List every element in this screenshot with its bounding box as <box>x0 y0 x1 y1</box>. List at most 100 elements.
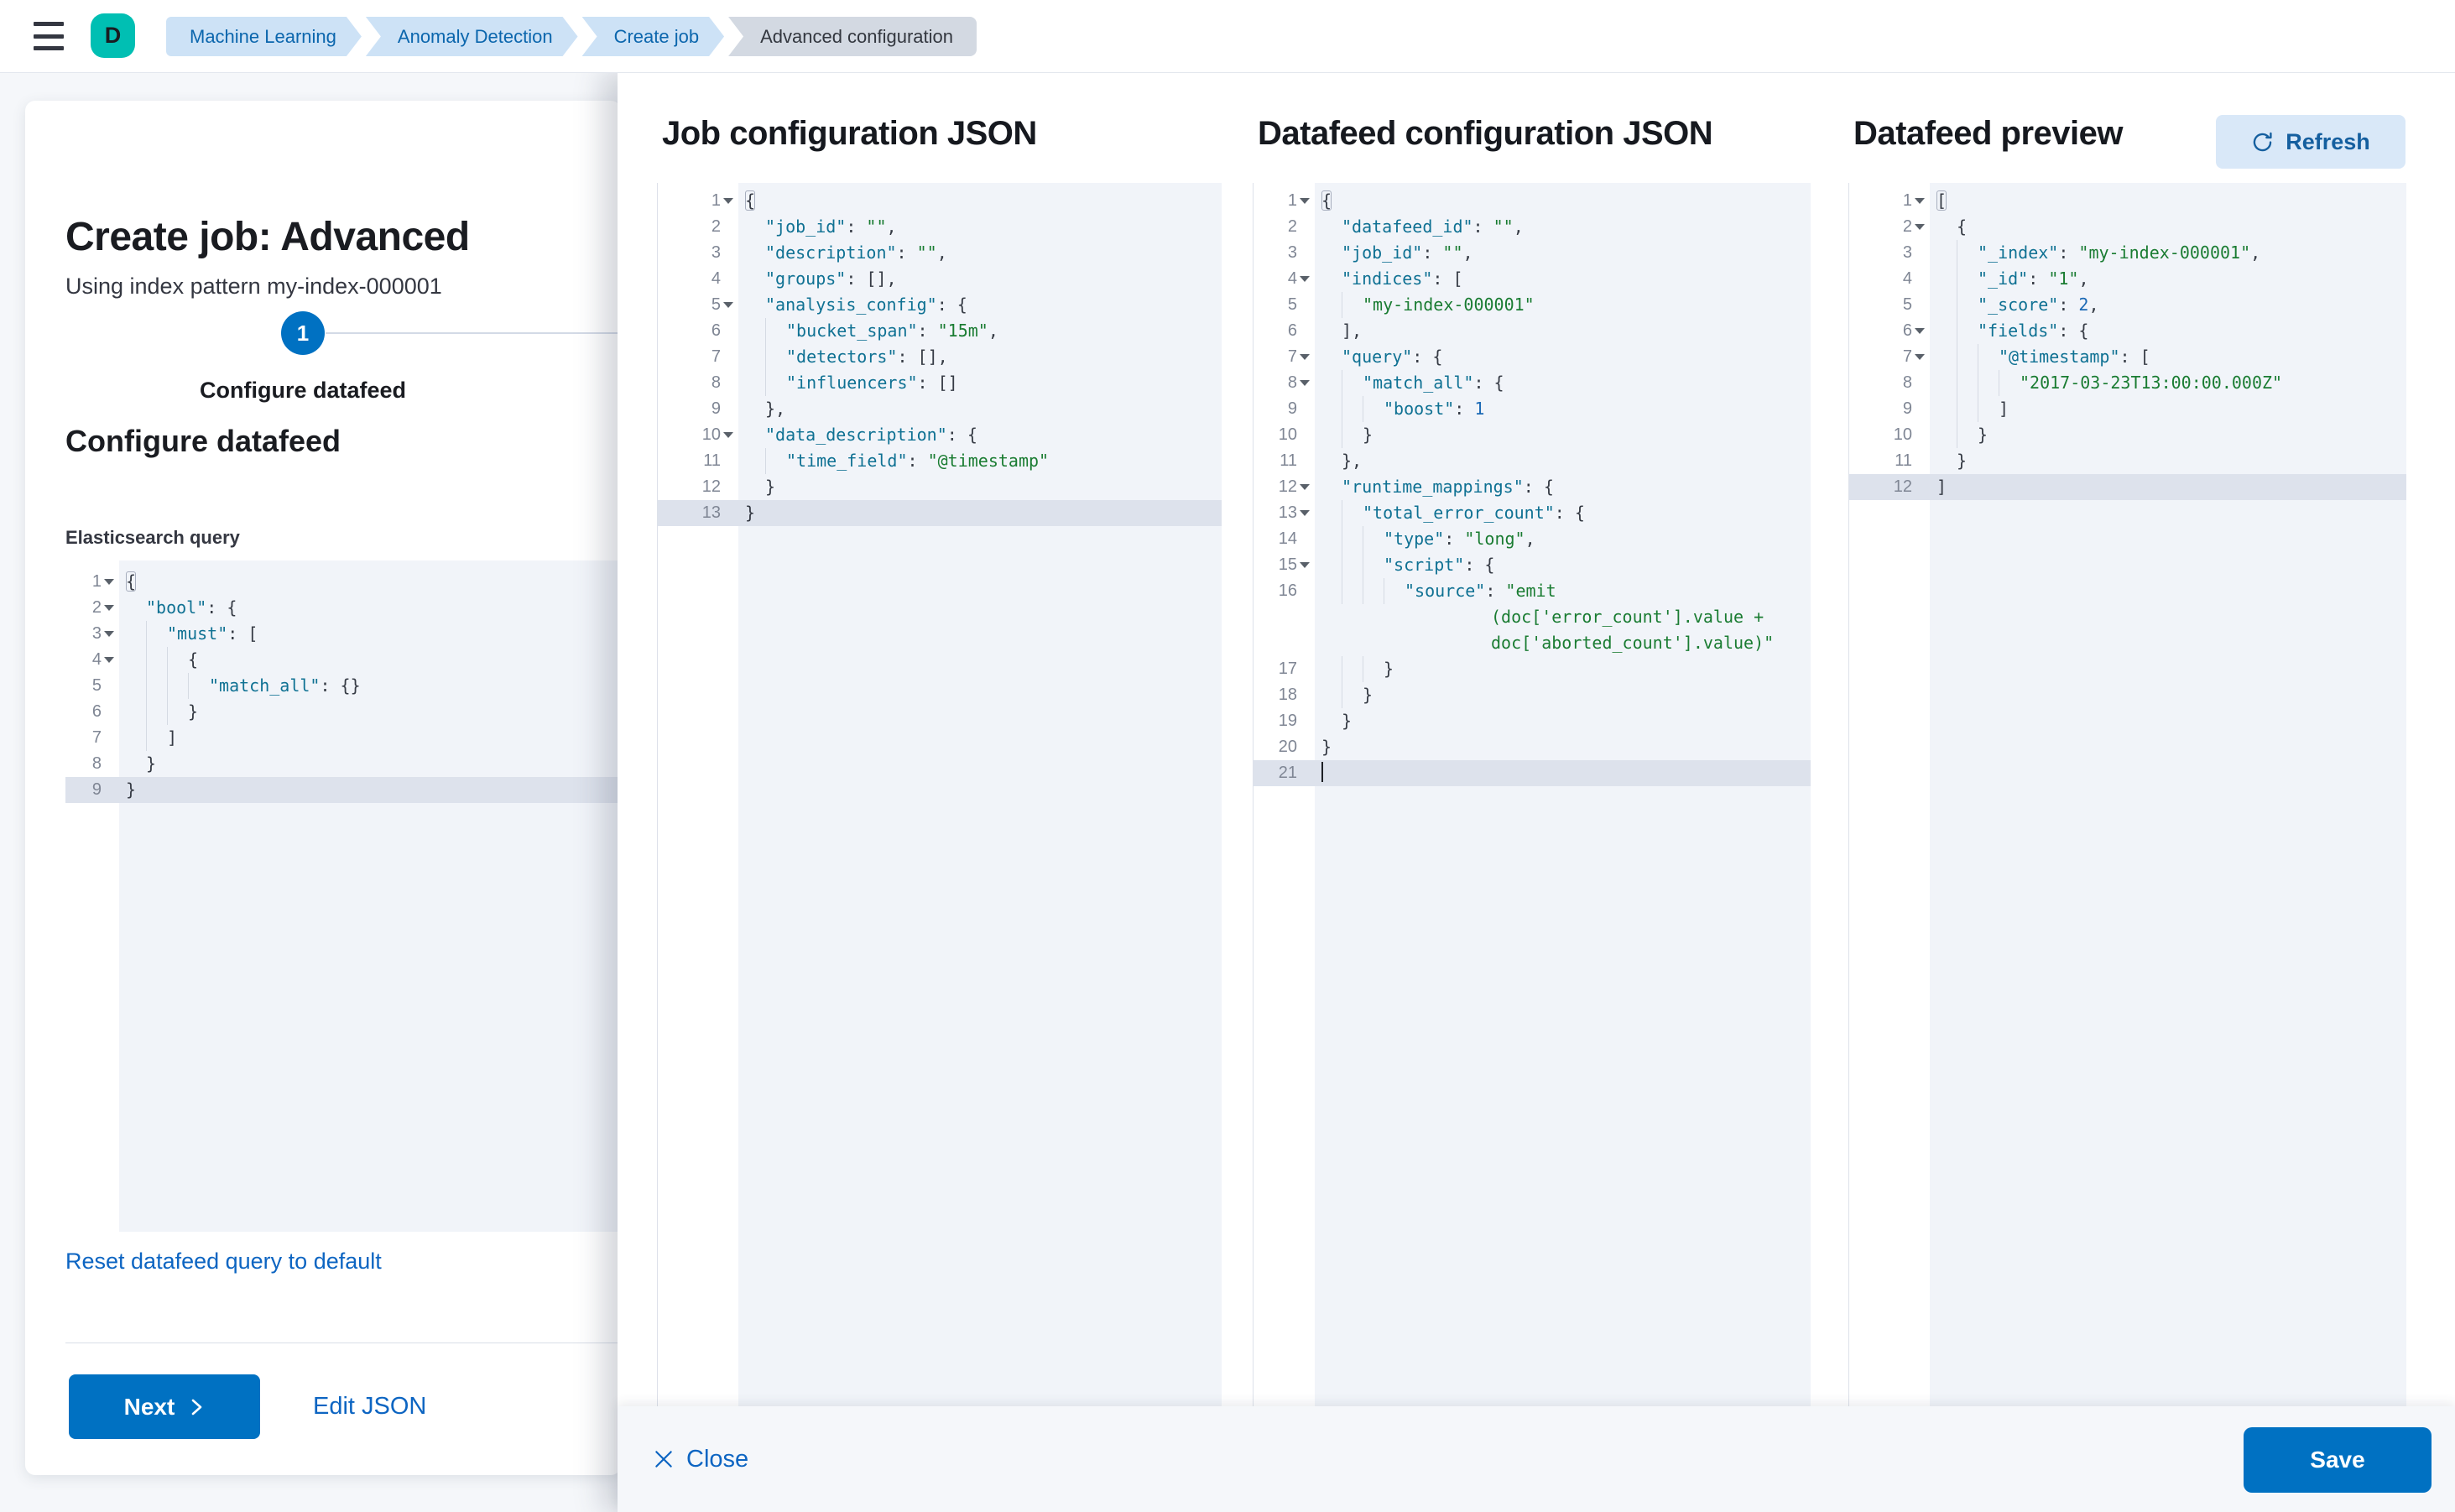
code-line[interactable]: 9] <box>1849 396 2406 422</box>
fold-arrow-icon[interactable] <box>1297 344 1311 370</box>
line-number-gutter <box>1254 630 1315 656</box>
code-line[interactable]: 8"influencers": [] <box>658 370 1222 396</box>
code-line[interactable]: 1[ <box>1849 188 2406 214</box>
job-config-json-title: Job configuration JSON <box>662 115 1037 152</box>
code-line[interactable]: 17} <box>1254 656 1811 682</box>
fold-arrow-icon[interactable] <box>102 595 116 621</box>
datafeed-config-json-editor[interactable]: 1{2"datafeed_id": "",3"job_id": "",4"ind… <box>1253 183 1811 1406</box>
code-line[interactable]: 1{ <box>658 188 1222 214</box>
code-line[interactable]: 6} <box>65 699 621 725</box>
code-line[interactable]: 20} <box>1254 734 1811 760</box>
line-number: 8 <box>1902 373 1912 392</box>
code-line[interactable]: 5"analysis_config": { <box>658 292 1222 318</box>
code-line[interactable]: 15"script": { <box>1254 552 1811 578</box>
code-line[interactable]: 7"query": { <box>1254 344 1811 370</box>
code-line[interactable]: 7"@timestamp": [ <box>1849 344 2406 370</box>
save-button[interactable]: Save <box>2244 1427 2432 1493</box>
fold-arrow-icon[interactable] <box>1297 266 1311 292</box>
edit-json-link[interactable]: Edit JSON <box>313 1393 427 1420</box>
code-line[interactable]: 19} <box>1254 708 1811 734</box>
fold-arrow-icon[interactable] <box>1297 500 1311 526</box>
code-line[interactable]: 2"job_id": "", <box>658 214 1222 240</box>
code-line[interactable]: 10"data_description": { <box>658 422 1222 448</box>
fold-arrow-icon[interactable] <box>1912 344 1926 370</box>
fold-arrow-icon[interactable] <box>1297 474 1311 500</box>
fold-arrow-icon[interactable] <box>1912 214 1926 240</box>
line-number-gutter: 4 <box>65 647 119 673</box>
reset-datafeed-query-link[interactable]: Reset datafeed query to default <box>65 1249 382 1274</box>
fold-arrow-icon[interactable] <box>102 569 116 595</box>
code-line[interactable]: 4"groups": [], <box>658 266 1222 292</box>
code-line[interactable]: 4"indices": [ <box>1254 266 1811 292</box>
fold-arrow-icon[interactable] <box>721 422 735 448</box>
elasticsearch-query-editor[interactable]: 1{2"bool": {3"must": [4{5"match_all": {}… <box>65 560 621 1232</box>
datafeed-preview-editor[interactable]: 1[2{3"_index": "my-index-000001",4"_id":… <box>1848 183 2406 1406</box>
line-number: 10 <box>1278 425 1297 444</box>
code-line[interactable]: (doc['error_count'].value + <box>1254 604 1811 630</box>
code-line[interactable]: 12} <box>658 474 1222 500</box>
fold-arrow-icon[interactable] <box>1912 318 1926 344</box>
code-line[interactable]: 6"fields": { <box>1849 318 2406 344</box>
step-1-indicator[interactable]: 1 <box>281 311 325 355</box>
code-line[interactable]: 2{ <box>1849 214 2406 240</box>
code-line[interactable]: 18} <box>1254 682 1811 708</box>
code-line[interactable]: 3"_index": "my-index-000001", <box>1849 240 2406 266</box>
fold-arrow-icon[interactable] <box>1297 370 1311 396</box>
refresh-button[interactable]: Refresh <box>2216 115 2405 169</box>
code-line[interactable]: 2"datafeed_id": "", <box>1254 214 1811 240</box>
line-number-gutter: 6 <box>1254 318 1315 344</box>
code-line[interactable]: 11}, <box>1254 448 1811 474</box>
code-line[interactable]: 5"_score": 2, <box>1849 292 2406 318</box>
breadcrumb-item-anomaly-detection[interactable]: Anomaly Detection <box>366 17 578 56</box>
code-line[interactable]: 4"_id": "1", <box>1849 266 2406 292</box>
code-line[interactable]: 11"time_field": "@timestamp" <box>658 448 1222 474</box>
code-line[interactable]: 9"boost": 1 <box>1254 396 1811 422</box>
code-line[interactable]: 3"job_id": "", <box>1254 240 1811 266</box>
index-pattern-subtitle: Using index pattern my-index-000001 <box>65 274 442 299</box>
line-number-gutter: 12 <box>658 474 738 500</box>
code-line[interactable]: 6], <box>1254 318 1811 344</box>
fold-arrow-icon[interactable] <box>721 188 735 214</box>
code-line[interactable]: 5"my-index-000001" <box>1254 292 1811 318</box>
breadcrumb-item-create-job[interactable]: Create job <box>582 17 725 56</box>
code-line[interactable]: 7] <box>65 725 621 751</box>
code-line[interactable]: 9} <box>65 777 621 803</box>
code-line[interactable]: 8"match_all": { <box>1254 370 1811 396</box>
code-line[interactable]: 7"detectors": [], <box>658 344 1222 370</box>
code-line[interactable]: 13"total_error_count": { <box>1254 500 1811 526</box>
fold-arrow-icon[interactable] <box>102 621 116 647</box>
code-line[interactable]: 2"bool": { <box>65 595 621 621</box>
code-line[interactable]: 10} <box>1254 422 1811 448</box>
code-line[interactable]: doc['aborted_count'].value)" <box>1254 630 1811 656</box>
code-line[interactable]: 10} <box>1849 422 2406 448</box>
breadcrumb-item-machine-learning[interactable]: Machine Learning <box>166 17 362 56</box>
code-line[interactable]: 14"type": "long", <box>1254 526 1811 552</box>
code-line[interactable]: 13} <box>658 500 1222 526</box>
hamburger-menu-icon[interactable] <box>34 22 64 50</box>
code-line[interactable]: 11} <box>1849 448 2406 474</box>
code-line[interactable]: 1{ <box>1254 188 1811 214</box>
fold-arrow-icon[interactable] <box>721 292 735 318</box>
code-line[interactable]: 8} <box>65 751 621 777</box>
line-number: 11 <box>1280 451 1297 470</box>
fold-arrow-icon[interactable] <box>1912 188 1926 214</box>
code-line[interactable]: 16"source": "emit <box>1254 578 1811 604</box>
code-line[interactable]: 8"2017-03-23T13:00:00.000Z" <box>1849 370 2406 396</box>
code-line[interactable]: 6"bucket_span": "15m", <box>658 318 1222 344</box>
close-button[interactable]: Close <box>653 1406 748 1512</box>
fold-arrow-icon[interactable] <box>1297 552 1311 578</box>
code-line[interactable]: 12] <box>1849 474 2406 500</box>
code-line[interactable]: 3"must": [ <box>65 621 621 647</box>
code-line[interactable]: 21 <box>1254 760 1811 786</box>
code-line[interactable]: 9}, <box>658 396 1222 422</box>
fold-arrow-icon[interactable] <box>102 647 116 673</box>
fold-arrow-icon[interactable] <box>1297 188 1311 214</box>
space-avatar[interactable]: D <box>91 13 135 58</box>
job-config-json-editor[interactable]: 1{2"job_id": "",3"description": "",4"gro… <box>657 183 1222 1406</box>
next-button[interactable]: Next <box>69 1374 260 1439</box>
code-line[interactable]: 12"runtime_mappings": { <box>1254 474 1811 500</box>
code-line[interactable]: 5"match_all": {} <box>65 673 621 699</box>
code-line[interactable]: 3"description": "", <box>658 240 1222 266</box>
code-line[interactable]: 1{ <box>65 569 621 595</box>
code-line[interactable]: 4{ <box>65 647 621 673</box>
